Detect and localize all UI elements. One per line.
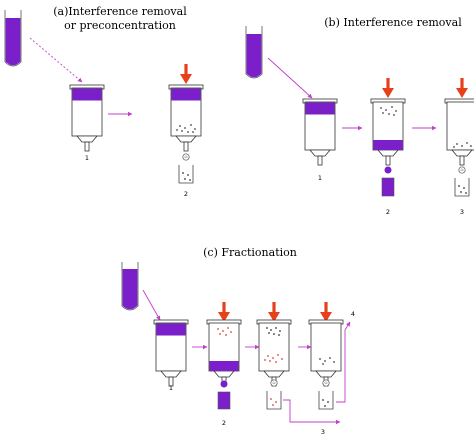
panel-c-label-2: 2 <box>222 419 226 427</box>
cartridge-c3 <box>256 319 292 387</box>
purple-drop-b <box>384 166 392 174</box>
cartridge-c4 <box>308 319 344 387</box>
panel-a-label-1: 1 <box>85 154 89 162</box>
panel-b-label-2: 2 <box>386 208 390 216</box>
flow-arrow-c3-out <box>283 399 341 425</box>
panel-a: (a)Interference removal or preconcentrat… <box>4 5 204 198</box>
cartridge-c1 <box>153 319 189 387</box>
sample-tube-b <box>245 26 263 79</box>
cartridge-c2 <box>206 319 242 387</box>
elution-arrow-b3 <box>456 78 468 98</box>
elution-arrow-c2 <box>218 302 230 322</box>
flow-arrow-c1 <box>142 289 161 321</box>
panel-a-label-2: 2 <box>184 190 188 198</box>
panel-b: (b) Interference removal 1 2 <box>245 16 474 216</box>
flow-arrow-b1 <box>267 57 313 99</box>
collection-beaker-b3 <box>454 177 470 197</box>
sample-tube-a <box>4 10 22 67</box>
cartridge-b2 <box>370 98 406 166</box>
panel-c-label-4: 4 <box>351 310 355 318</box>
panel-c-title: (c) Fractionation <box>203 246 297 259</box>
drop-icon-c3 <box>270 379 278 387</box>
panel-c: (c) Fractionation 1 2 <box>121 246 355 436</box>
panel-b-title: (b) Interference removal <box>324 16 462 29</box>
panel-b-label-3: 3 <box>460 208 464 216</box>
cartridge-b1 <box>302 98 338 166</box>
flow-arrow-c4-out <box>336 321 351 403</box>
cartridge-b3 <box>444 98 474 166</box>
elution-arrow-a <box>180 64 192 84</box>
drop-icon-a <box>182 153 190 161</box>
cartridge-a1 <box>69 84 105 152</box>
collection-beaker-c3 <box>266 390 282 410</box>
elution-arrow-c3 <box>268 302 280 322</box>
panel-b-label-1: 1 <box>318 174 322 182</box>
panel-a-title-line1: (a)Interference removal <box>53 5 187 18</box>
panel-c-label-1: 1 <box>169 384 173 392</box>
drop-icon-b3 <box>458 166 466 174</box>
cartridge-a2 <box>168 84 204 152</box>
flow-arrow-a1 <box>29 37 83 83</box>
panel-c-label-3: 3 <box>321 428 325 436</box>
sample-tube-c <box>121 262 139 311</box>
collection-beaker-a <box>178 164 194 184</box>
elution-arrow-b2 <box>382 78 394 98</box>
collection-beaker-b2 <box>381 177 395 197</box>
panel-a-title-line2: or preconcentration <box>64 19 176 32</box>
collection-beaker-c4 <box>318 390 334 410</box>
elution-arrow-c4 <box>320 302 332 322</box>
purple-drop-c <box>220 380 228 388</box>
collection-beaker-c2 <box>217 391 231 410</box>
drop-icon-c4 <box>322 379 330 387</box>
